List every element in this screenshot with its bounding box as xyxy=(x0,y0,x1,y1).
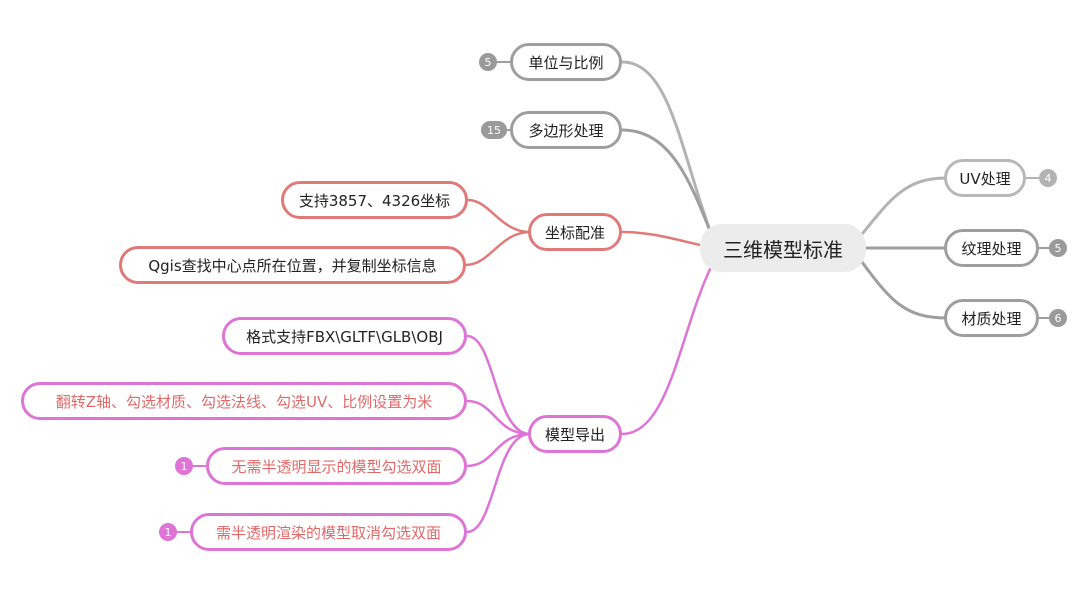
topic-unit-scale[interactable]: 单位与比例 xyxy=(510,43,622,81)
topic-unit-scale-label: 单位与比例 xyxy=(528,53,604,72)
topic-export-child-3[interactable]: 无需半透明显示的模型勾选双面 xyxy=(206,447,467,485)
link-export-child1 xyxy=(466,334,531,436)
topic-export[interactable]: 模型导出 xyxy=(528,415,622,453)
topic-polygon-label: 多边形处理 xyxy=(528,121,604,140)
link-export-child2 xyxy=(466,399,531,436)
link-export-child4 xyxy=(466,432,531,534)
link-coord-child1 xyxy=(467,198,531,234)
topic-export-label: 模型导出 xyxy=(544,425,605,444)
count-badge-uv[interactable]: 4 xyxy=(1039,169,1057,187)
link-root-uv xyxy=(860,176,947,235)
topic-coord-child-1-label: 支持3857、4326坐标 xyxy=(298,191,451,210)
topic-polygon[interactable]: 多边形处理 xyxy=(510,111,622,149)
topic-export-child-2-label: 翻转Z轴、勾选材质、勾选法线、勾选UV、比例设置为米 xyxy=(55,392,433,411)
link-root-material xyxy=(860,261,947,320)
link-root-coord xyxy=(621,230,701,247)
topic-export-child-4-label: 需半透明渲染的模型取消勾选双面 xyxy=(215,523,441,542)
topic-material[interactable]: 材质处理 xyxy=(944,299,1039,337)
topic-texture-label: 纹理处理 xyxy=(961,239,1022,258)
topic-uv-label: UV处理 xyxy=(959,169,1011,188)
topic-coord-child-2[interactable]: Qgis查找中心点所在位置，并复制坐标信息 xyxy=(119,246,466,284)
count-badge-material[interactable]: 6 xyxy=(1049,309,1067,327)
count-badge-unit[interactable]: 5 xyxy=(479,53,497,71)
topic-export-child-3-label: 无需半透明显示的模型勾选双面 xyxy=(231,457,442,476)
link-coord-child2 xyxy=(465,230,531,267)
count-badge-export-4[interactable]: 1 xyxy=(159,523,177,541)
topic-texture[interactable]: 纹理处理 xyxy=(944,229,1039,267)
topic-coord-child-2-label: Qgis查找中心点所在位置，并复制坐标信息 xyxy=(148,256,437,275)
topic-export-child-1[interactable]: 格式支持FBX\GLTF\GLB\OBJ xyxy=(222,317,467,355)
root-topic-label: 三维模型标准 xyxy=(723,237,843,262)
count-badge-texture[interactable]: 5 xyxy=(1049,239,1067,257)
topic-material-label: 材质处理 xyxy=(961,309,1022,328)
link-export-child3 xyxy=(466,432,531,468)
link-root-polygon xyxy=(621,128,714,237)
topic-coord-child-1[interactable]: 支持3857、4326坐标 xyxy=(281,181,468,219)
link-root-unit xyxy=(621,60,714,237)
topic-uv[interactable]: UV处理 xyxy=(944,159,1026,197)
count-badge-export-3[interactable]: 1 xyxy=(175,457,193,475)
link-root-export xyxy=(621,264,714,436)
topic-coord[interactable]: 坐标配准 xyxy=(528,213,622,251)
topic-export-child-1-label: 格式支持FBX\GLTF\GLB\OBJ xyxy=(246,327,443,346)
count-badge-polygon[interactable]: 15 xyxy=(481,121,507,139)
topic-export-child-4[interactable]: 需半透明渲染的模型取消勾选双面 xyxy=(190,513,467,551)
topic-coord-label: 坐标配准 xyxy=(544,223,605,242)
root-topic[interactable]: 三维模型标准 xyxy=(700,224,866,272)
topic-export-child-2[interactable]: 翻转Z轴、勾选材质、勾选法线、勾选UV、比例设置为米 xyxy=(21,382,467,420)
